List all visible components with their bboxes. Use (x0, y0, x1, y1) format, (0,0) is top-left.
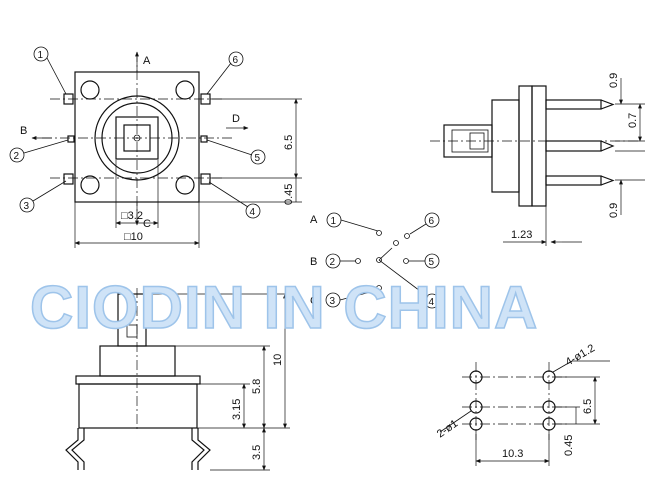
side-view: 0.9 0.7 0.9 1.23 (430, 73, 645, 246)
schem-pin-3-label: 3 (330, 296, 336, 307)
callout-pin-1-label: 1 (38, 50, 44, 61)
lead-mid-tip (600, 140, 615, 152)
pin-3-pad (63, 173, 74, 185)
callout-pin-2 (9, 147, 25, 163)
dim-0-7: 0.7 (627, 113, 639, 128)
dim-front-10: 10 (272, 354, 284, 366)
label-d: D (232, 113, 240, 125)
dim-6-5: 6.5 (283, 135, 295, 150)
schem-pin-4 (424, 293, 440, 309)
callout-pin-2-label: 2 (14, 151, 20, 162)
lead-bottom-tip (600, 175, 615, 186)
schematic: A 1 B 2 C 3 6 5 4 (310, 212, 440, 309)
front-lead-right-inner (191, 428, 205, 470)
front-flange (75, 375, 201, 385)
lead-top (545, 99, 602, 110)
corner-hole-br (175, 175, 195, 195)
dim-footprint-6-5: 6.5 (582, 399, 594, 414)
callout-pin-5 (250, 149, 266, 165)
side-flange (518, 85, 533, 207)
label-a: A (143, 55, 151, 67)
dim-0-9-top: 0.9 (608, 73, 620, 88)
dim-1-23: 1.23 (511, 229, 532, 241)
lead-bottom (545, 175, 602, 186)
schem-label-a: A (310, 214, 318, 226)
lead-mid (545, 140, 602, 152)
hole-tl (469, 370, 483, 384)
schem-pin-4-label: 4 (429, 297, 435, 308)
dim-0-45: 0.45 (283, 184, 295, 205)
schem-pin-2-label: 2 (330, 257, 336, 268)
pin-5-pad (200, 135, 208, 143)
front-lead-left-inner (71, 428, 85, 470)
dim-0-9-bottom: 0.9 (608, 203, 620, 218)
pin-4-pad (200, 173, 211, 185)
lead-top-tip (600, 99, 615, 110)
callout-pin-1 (33, 46, 49, 62)
dim-4-holes: 4-ø1.2 (564, 342, 598, 368)
schem-pin-1-label: 1 (331, 216, 337, 227)
callout-pin-6-label: 6 (233, 55, 239, 66)
schem-pin-5-label: 5 (429, 257, 435, 268)
schem-pin-6 (424, 212, 440, 228)
schem-label-c: C (310, 295, 318, 307)
dim-front-3-5: 3.5 (251, 445, 263, 460)
side-body (491, 99, 520, 193)
front-lead-left-outer (65, 428, 79, 470)
dim-3-2: □3.2 (121, 210, 143, 222)
top-view: A B C D 1 6 2 5 3 4 6.5 (9, 46, 302, 248)
callout-pin-3-label: 3 (24, 201, 30, 212)
dim-footprint-10-3: 10.3 (502, 448, 523, 460)
hole-ml (469, 400, 483, 414)
front-upper-housing (99, 345, 176, 377)
dim-footprint-0-45: 0.45 (563, 435, 575, 456)
callout-pin-4 (245, 203, 261, 219)
callout-pin-4-label: 4 (250, 207, 256, 218)
label-c: C (143, 218, 151, 230)
pin-2-pad (67, 135, 75, 143)
schem-pin-6-label: 6 (429, 216, 435, 227)
corner-hole-tr (175, 80, 195, 100)
watermark: CIODIN IN CHINA (30, 274, 538, 341)
corner-hole-bl (80, 175, 100, 195)
callout-pin-6 (228, 51, 244, 67)
front-view: 10 5.8 3.15 3.5 (65, 288, 290, 471)
pcb-footprint: 4-ø1.2 2-ø1 6.5 0.45 10.3 (435, 342, 610, 466)
front-lead-right-outer (197, 428, 211, 470)
label-b: B (20, 125, 27, 137)
schem-pin-5 (424, 253, 440, 269)
side-base (531, 85, 547, 207)
dim-10: □10 (124, 231, 143, 243)
dim-front-5-8: 5.8 (251, 379, 263, 394)
corner-hole-tl (80, 80, 100, 100)
schem-label-b: B (310, 256, 317, 268)
dim-front-3-15: 3.15 (231, 399, 243, 420)
callout-pin-5-label: 5 (255, 153, 261, 164)
callout-pin-3 (19, 197, 35, 213)
front-base (78, 383, 198, 429)
